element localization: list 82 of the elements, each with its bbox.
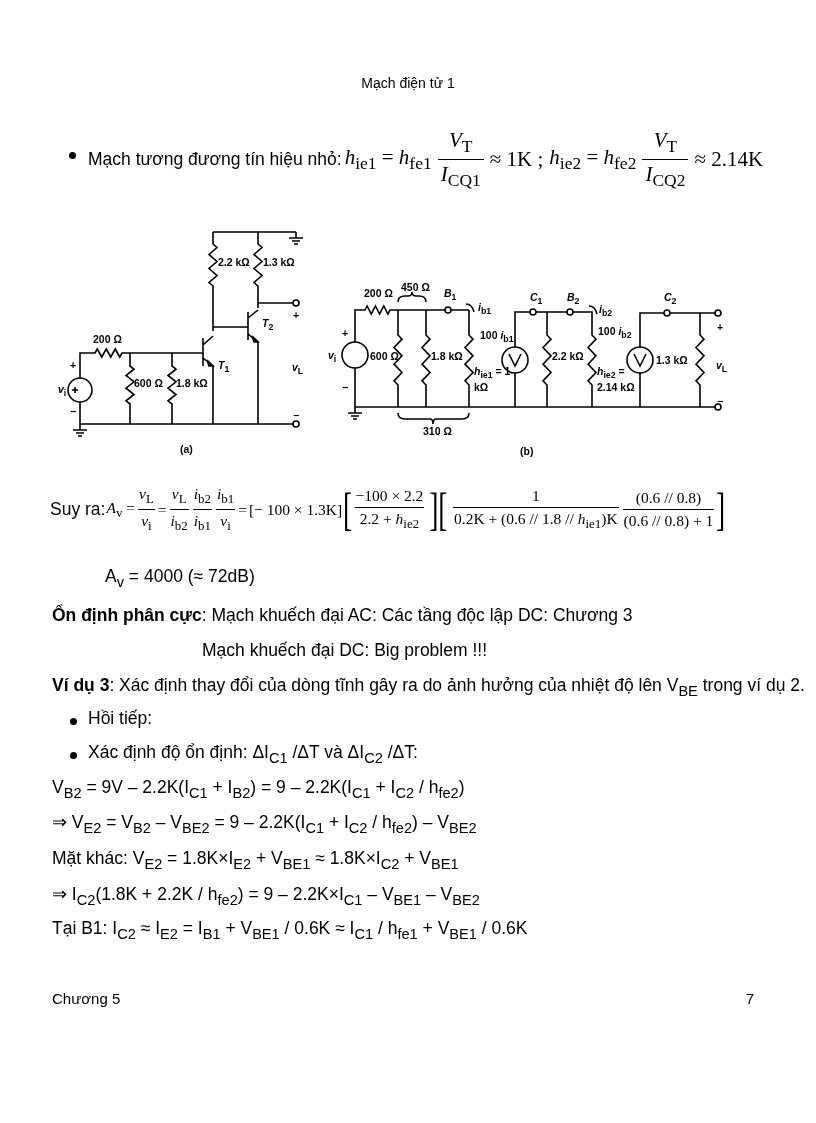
- formula-text: v$_{L}$: [139, 485, 154, 508]
- formula-text: ≈ 1K ;: [489, 147, 544, 173]
- component-label: 600 Ω: [370, 351, 399, 362]
- text-line: ⇒ V$_{E2}$ = V$_{B2}$ – V$_{BE2}$ = 9 – 2.2K(I$_{C1}$ + I$_{C2}$ / h$_{fe2}$) – V$_{BE2}$: [52, 812, 477, 836]
- component-label: 450 Ω: [401, 282, 430, 293]
- text-line: Tại B1: I$_{C2}$ ≈ I$_{E2}$ = I$_{B1}$ + V$_{BE1}$ / 0.6K ≈ I$_{C1}$ / h$_{fe1}$ + V$_{BE1}$ / 0.6K: [52, 918, 528, 942]
- text-line: Ví dụ 3: Xác định thay đổi của dòng tĩnh gây ra do ảnh hưởng của nhiệt độ lên V$_{BE}$ trong ví dụ 2.: [52, 675, 805, 699]
- formula-text: ≈ 2.14K: [694, 147, 764, 173]
- component-label: −: [70, 406, 77, 417]
- component-label: 600 Ω: [134, 378, 163, 389]
- text-line: V$_{B2}$ = 9V – 2.2K(I$_{C1}$ + I$_{B2}$) = 9 – 2.2K(I$_{C1}$ + I$_{C2}$ / h$_{fe2}$): [52, 777, 465, 801]
- component-label: +: [342, 328, 349, 339]
- component-label: 200 Ω: [93, 334, 122, 345]
- component-label: 200 Ω: [364, 288, 393, 299]
- formula-text: i$_{b1}$: [193, 512, 211, 535]
- component-label: 1.3 kΩ: [263, 257, 295, 268]
- formula-text: −100 × 2.2: [355, 487, 424, 506]
- component-label: 100 i$_{b1}$: [480, 330, 514, 344]
- formula-text: 1: [531, 487, 540, 506]
- text-line: Ổn định phân cực: Mạch khuếch đại AC: Các tầng độc lập DC: Chương 3: [52, 605, 633, 626]
- formula-text: 2.2 + h$_{ie2}$: [359, 510, 420, 533]
- component-label: 2.2 kΩ: [218, 257, 250, 268]
- bracket: ][: [429, 486, 448, 533]
- component-label: C$_{2}$: [664, 292, 677, 306]
- component-label: 2.2 kΩ: [552, 351, 584, 362]
- component-label: B$_{2}$: [567, 292, 580, 306]
- formula-text: i$_{b1}$: [216, 485, 235, 508]
- component-label: v$_{i}$: [328, 350, 337, 364]
- formula-text: h$_{ie1}$ = h$_{fe1}$: [344, 145, 432, 175]
- component-label: +: [293, 310, 300, 321]
- formula-text: 0.2K + (0.6 // 1.8 // h$_{ie1}$)K: [454, 510, 618, 533]
- formula-text: v$_{L}$: [171, 485, 187, 508]
- component-label: −: [717, 396, 724, 407]
- formula-text: (0.6 // 0.8): [635, 489, 702, 508]
- text-line: ⇒ I$_{C2}$(1.8K + 2.2K / h$_{fe2}$) = 9 – 2.2K×I$_{C1}$ – V$_{BE1}$ – V$_{BE2}$: [52, 884, 480, 908]
- text-line: Suy ra:: [50, 499, 106, 521]
- footer-text: Chương 5: [52, 990, 121, 1007]
- text-line: Mạch tương đương tín hiệu nhỏ:: [88, 149, 342, 171]
- component-label: −: [342, 382, 349, 393]
- bracket: [: [343, 486, 353, 533]
- formula-text: v$_{i}$: [220, 512, 231, 535]
- bracket: ]: [716, 486, 726, 533]
- text-line: Xác định độ ổn định: ΔI$_{C1}$ /ΔT và ΔI$_{C2}$ /ΔT:: [88, 742, 418, 766]
- page-header: Mạch điện tử 1: [361, 75, 455, 91]
- component-label: 310 Ω: [423, 426, 452, 437]
- formula-text: v$_{i}$: [141, 512, 152, 535]
- component-label: 100 i$_{b2}$: [598, 326, 632, 340]
- component-label: −: [293, 410, 300, 421]
- page-number: 7: [745, 990, 754, 1007]
- formula-text: =: [157, 500, 167, 519]
- component-label: h$_{ie2}$ = 2.14 kΩ: [597, 365, 635, 395]
- formula-text: i$_{b2}$: [193, 485, 211, 508]
- figure-label: (a): [180, 444, 193, 455]
- formula-text: V$_{T}$: [449, 128, 473, 158]
- component-label: i$_{b2}$: [599, 304, 613, 318]
- formula-text: =: [238, 500, 247, 519]
- component-label: v$_{i}$: [58, 384, 67, 398]
- component-label: v$_{L}$: [292, 362, 304, 376]
- component-label: T$_{1}$: [218, 360, 230, 374]
- formula-text: I$_{CQ1}$: [440, 162, 481, 192]
- text-line: Mạch khuếch đại DC: Big problem !!!: [202, 640, 487, 661]
- component-label: +: [717, 322, 724, 333]
- formula-text: i$_{b2}$: [170, 512, 188, 535]
- component-label: T$_{2}$: [262, 318, 274, 332]
- text-line: A$_{v}$ = 4000 (≈ 72dB): [105, 566, 255, 590]
- component-label: 1.8 kΩ: [176, 378, 208, 389]
- formula-text: (0.6 // 0.8) + 1: [623, 512, 714, 531]
- component-label: v$_{L}$: [716, 360, 728, 374]
- formula-text: [− 100 × 1.3K]: [248, 500, 343, 519]
- figure-label: (b): [520, 446, 534, 457]
- text-line: Mặt khác: V$_{E2}$ = 1.8K×I$_{E2}$ + V$_{BE1}$ ≈ 1.8K×I$_{C2}$ + V$_{BE1}$: [52, 848, 459, 872]
- component-label: +: [70, 360, 77, 371]
- component-label: C$_{1}$: [530, 292, 543, 306]
- formula-text: h$_{ie2}$ = h$_{fe2}$: [549, 145, 637, 175]
- formula-text: I$_{CQ2}$: [645, 162, 686, 192]
- component-label: B$_{1}$: [444, 288, 457, 302]
- text-line: Hồi tiếp:: [88, 708, 153, 729]
- component-label: i$_{b1}$: [478, 302, 492, 316]
- component-label: 1.3 kΩ: [656, 355, 688, 366]
- component-label: 1.8 kΩ: [431, 351, 463, 362]
- formula-text: A$_{v}$ =: [106, 498, 135, 521]
- formula-text: V$_{T}$: [653, 128, 678, 158]
